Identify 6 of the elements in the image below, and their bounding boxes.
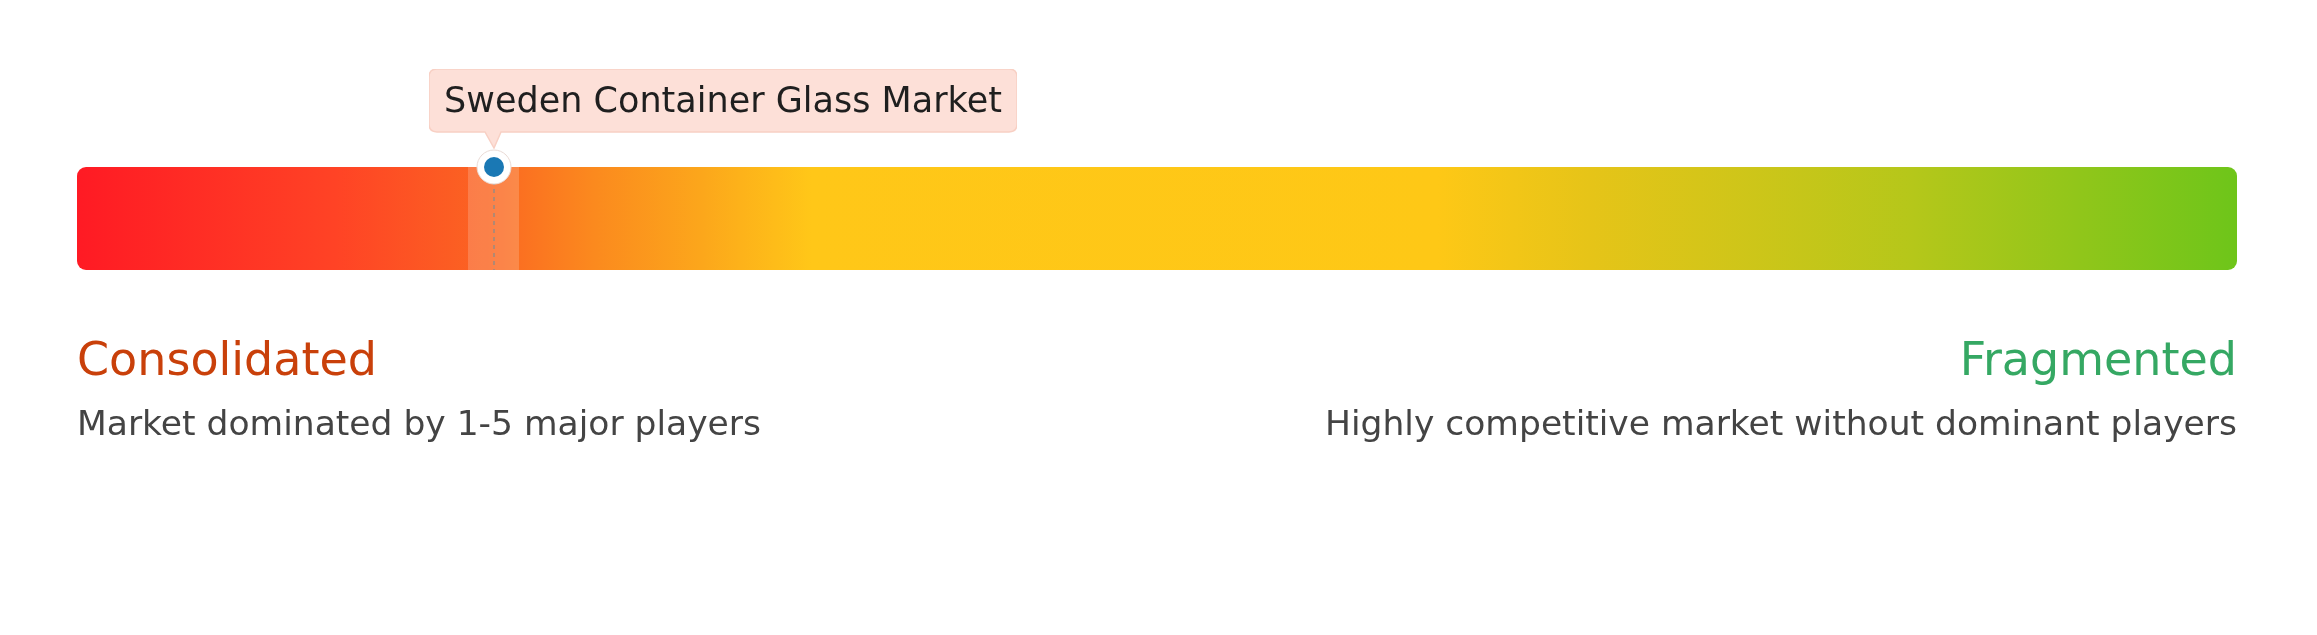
tooltip-text: Sweden Container Glass Market <box>443 79 1003 122</box>
scale-end-heading: Consolidated <box>77 332 377 386</box>
scale-end-description: Market dominated by 1-5 major players <box>77 403 761 443</box>
scale-end-heading: Fragmented <box>1959 332 2237 386</box>
callout-tooltip <box>429 69 1017 149</box>
scale-end-description: Highly competitive market without dominant players <box>1325 403 2237 443</box>
